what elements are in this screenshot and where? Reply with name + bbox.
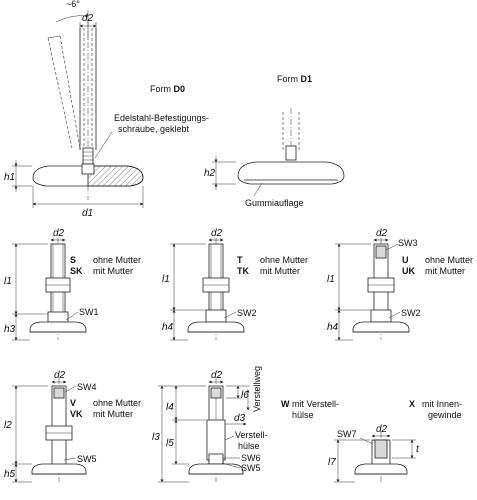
variant-vk-text: mit Mutter [93,409,133,419]
form-d1-drawing [212,108,345,197]
w-huelse-line1: Verstell- [235,430,268,440]
v-sw4-label: SW4 [77,382,97,392]
u-d2-label: d2 [376,228,388,239]
variant-t-text: ohne Mutter [260,255,308,265]
variant-t-drawing [170,238,245,341]
variant-x-text-line2: gewinde [428,410,462,420]
variant-s-text: ohne Mutter [93,255,141,265]
form-d0-drawing [12,10,144,208]
s-h3-label: h3 [4,324,16,335]
v-h5-label: h5 [4,469,16,480]
variant-v-text: ohne Mutter [93,398,141,408]
screw-note-line2: schraube, geklebt [118,124,190,134]
variant-u-text: ohne Mutter [425,255,473,265]
d2-label-top: d2 [82,13,94,24]
w-l3-label: l3 [152,432,160,443]
v-sw5-label: SW5 [77,454,97,464]
h1-label: h1 [4,172,15,183]
w-huelse-line2: hülse [238,441,260,451]
variant-t-code: T [237,255,243,265]
x-t-label: t [416,444,420,455]
variant-uk-code: UK [402,266,415,276]
rubber-label: Gummiauflage [245,198,304,208]
u-sw2-label: SW2 [401,308,421,318]
w-verstellweg-label: Verstellweg [252,366,262,412]
variant-tk-code: TK [237,266,249,276]
h2-label: h2 [204,168,216,179]
t-h4-label: h4 [162,322,174,333]
u-sw3-label: SW3 [398,238,418,248]
w-l4-label: l4 [166,402,174,413]
s-sw1-label: SW1 [79,307,99,317]
w-sw5-label: SW5 [241,463,261,473]
variant-x-text-line1: mit Innen- [422,399,462,409]
variant-tk-text: mit Mutter [260,266,300,276]
variant-w-text-line1: mit Verstell- [292,399,339,409]
variant-s-code: S [70,255,76,265]
variant-w-text-line2: hülse [292,410,314,420]
form-d1-label: Form D1 [277,74,312,84]
s-d2-label: d2 [53,228,65,239]
x-sw7-label: SW7 [337,429,357,439]
u-h4-label: h4 [327,322,339,333]
w-sw6-label: SW6 [241,453,261,463]
form-d0-label: Form D0 [150,84,185,94]
d1-label: d1 [82,208,93,219]
variant-sk-code: SK [70,266,83,276]
s-l1-label: l1 [4,276,12,287]
t-d2-label: d2 [211,228,223,239]
variant-x-drawing [334,432,416,483]
u-l1-label: l1 [327,274,335,285]
w-l6-label: l6 [241,390,249,401]
w-l5-label: l5 [166,438,174,449]
variant-v-code: V [70,398,76,408]
screw-note-line1: Edelstahl-Befestigungs- [114,113,209,123]
variant-sk-text: mit Mutter [93,266,133,276]
variant-vk-code: VK [70,409,83,419]
x-l7-label: l7 [328,457,336,468]
variant-u-drawing [335,238,410,341]
variant-v-drawing [12,378,87,483]
w-d3-label: d3 [234,413,246,424]
variant-w-code: W [281,399,290,409]
angle-label: ~6° [66,0,80,9]
variant-u-code: U [402,255,409,265]
variant-w-drawing [158,378,250,483]
t-sw2-label: SW2 [237,308,257,318]
variant-s-drawing [12,238,87,341]
t-l1-label: l1 [162,274,170,285]
v-d2-label: d2 [54,370,66,381]
x-d2-label: d2 [376,424,388,435]
variant-x-code: X [409,399,415,409]
v-l2-label: l2 [4,420,12,431]
variant-uk-text: mit Mutter [425,266,465,276]
w-d2-label: d2 [211,370,223,381]
